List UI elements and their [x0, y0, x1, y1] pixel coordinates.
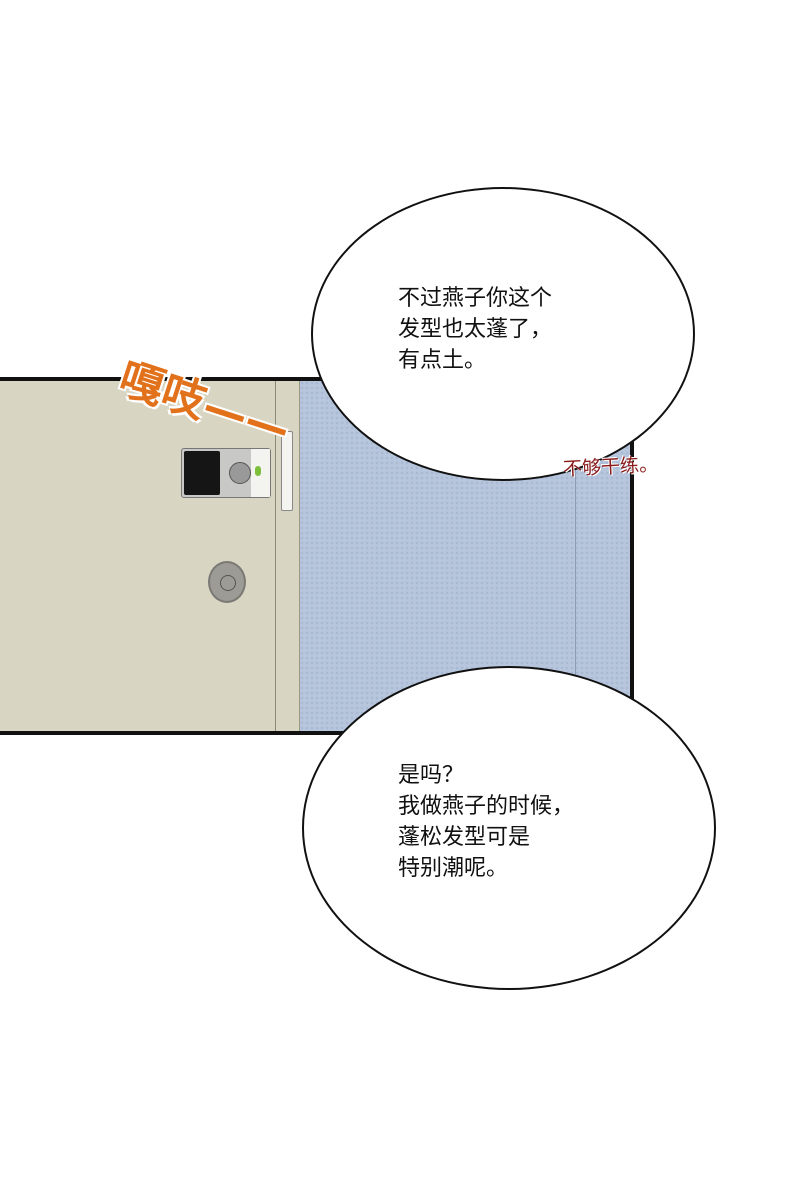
digital-lock-icon — [181, 448, 271, 498]
speech-bubble-2-text: 是吗？ 我做燕子的时候， 蓬松发型可是 特别潮呢。 — [398, 760, 574, 884]
lock-led-icon — [255, 466, 261, 476]
bubble-line: 我做燕子的时候， — [398, 794, 575, 819]
aside-text: 不够干练。 — [562, 453, 659, 481]
peephole-icon — [208, 561, 246, 603]
keypad — [184, 451, 220, 495]
bubble-line: 是吗？ — [398, 763, 465, 788]
door-frame — [299, 381, 300, 731]
bubble-line: 特别潮呢。 — [398, 856, 509, 881]
lock-knob — [229, 462, 251, 484]
speech-bubble-1 — [311, 187, 695, 481]
door — [0, 381, 300, 731]
wall-corner-line — [575, 381, 576, 731]
bubble-line: 不过燕子你这个 — [398, 286, 553, 311]
bubble-line: 蓬松发型可是 — [398, 825, 531, 850]
door-edge-line — [275, 381, 276, 731]
bubble-line: 有点土。 — [398, 348, 487, 373]
door-strike-plate — [281, 431, 293, 511]
speech-bubble-1-text: 不过燕子你这个 发型也太蓬了， 有点土。 — [398, 283, 552, 376]
speech-bubble-2 — [302, 666, 716, 990]
bubble-line: 发型也太蓬了， — [398, 317, 553, 342]
